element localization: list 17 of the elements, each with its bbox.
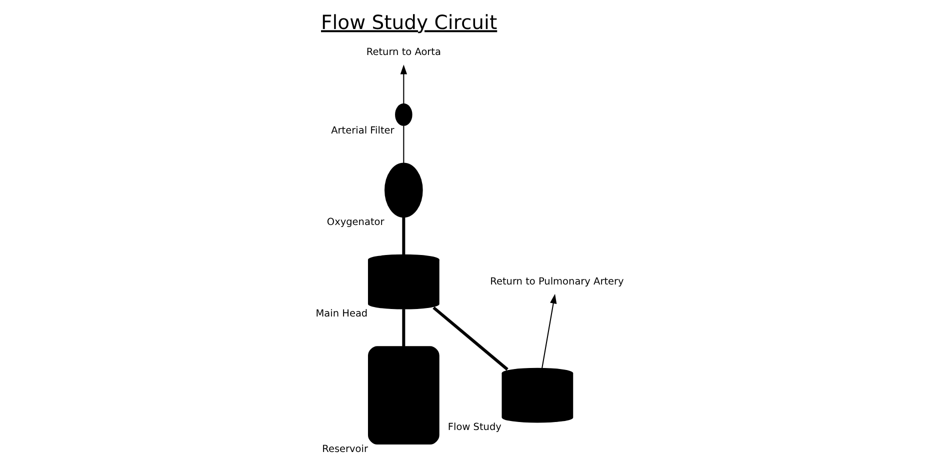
connector <box>403 126 404 164</box>
node-label: Arterial Filter <box>331 125 394 136</box>
node-text: Return to Pulmonary Artery <box>490 276 624 288</box>
node-label: Reservoir <box>322 444 368 455</box>
arrow <box>400 64 408 104</box>
node-label: Flow Study <box>448 422 502 434</box>
node-text: Return to Aorta <box>366 47 441 58</box>
node-label: Oxygenator <box>326 217 384 228</box>
connector <box>432 306 508 371</box>
node-box <box>368 346 440 445</box>
node-label: Main Head <box>316 308 368 320</box>
connector <box>402 309 406 346</box>
diagram-title: Flow Study Circuit <box>321 11 498 34</box>
node-ellipse <box>384 162 423 218</box>
node-ellipse <box>395 103 412 126</box>
arrow <box>542 294 557 368</box>
connector <box>402 217 406 255</box>
